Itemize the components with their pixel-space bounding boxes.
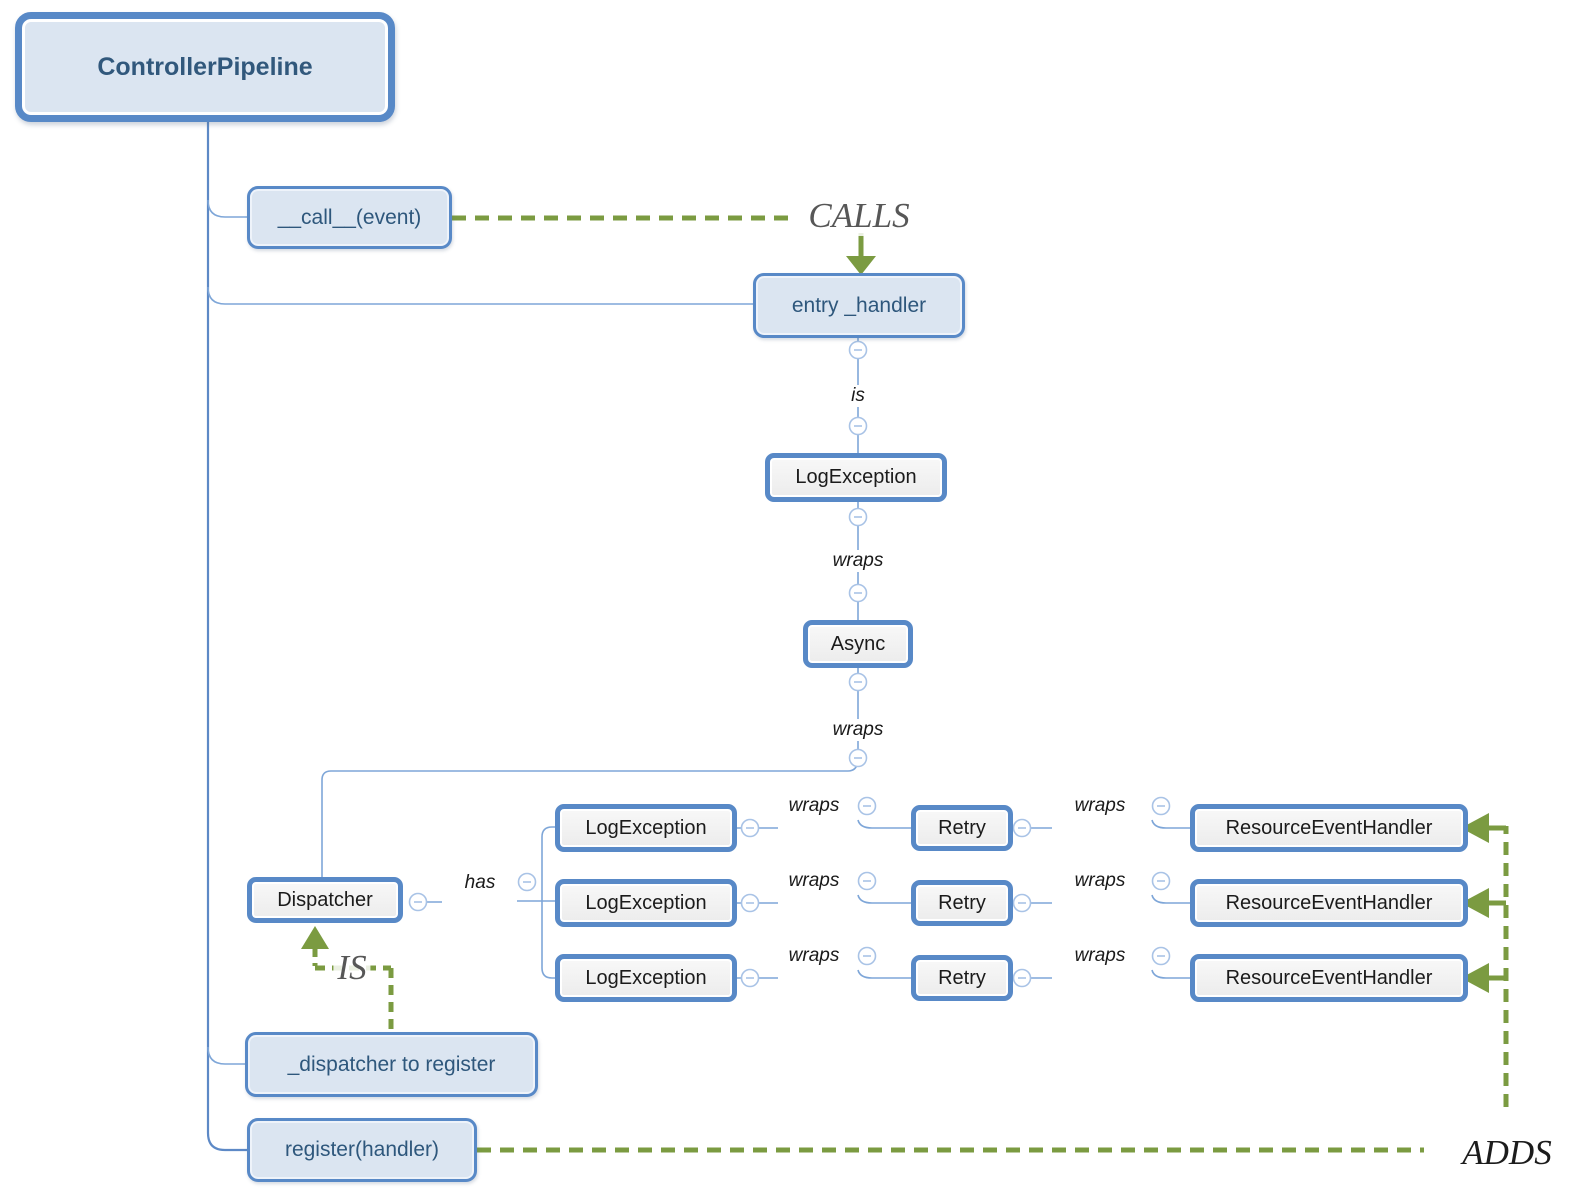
collapse-toggle[interactable] xyxy=(848,340,868,360)
edge-label-wraps-row1b: wraps xyxy=(1074,795,1126,816)
collapse-toggle[interactable] xyxy=(1012,818,1032,838)
node-log-exception-row3[interactable]: LogException xyxy=(555,954,737,1002)
collapse-toggle[interactable] xyxy=(517,872,537,892)
branch-entry-handler xyxy=(207,286,753,305)
row3-wraps-handler xyxy=(1151,969,1190,979)
node-log-exception-row1[interactable]: LogException xyxy=(555,804,737,852)
collapse-toggle[interactable] xyxy=(1151,946,1171,966)
adds-arrowhead-row3 xyxy=(1461,963,1489,993)
node-resource-event-handler-row3[interactable]: ResourceEventHandler xyxy=(1190,954,1468,1002)
calls-arrowhead xyxy=(846,256,876,275)
collapse-toggle[interactable] xyxy=(848,416,868,436)
collapse-toggle[interactable] xyxy=(848,672,868,692)
collapse-toggle[interactable] xyxy=(1012,968,1032,988)
row2-wraps-handler xyxy=(1151,894,1190,904)
edge-label-wraps-row3b: wraps xyxy=(1074,945,1126,966)
collapse-toggle[interactable] xyxy=(848,748,868,768)
node-retry-row2[interactable]: Retry xyxy=(911,880,1013,926)
branch-call-event xyxy=(207,199,247,218)
node-controller-pipeline[interactable]: ControllerPipeline xyxy=(15,12,395,122)
collapse-toggle[interactable] xyxy=(857,871,877,891)
relationship-label-calls: CALLS xyxy=(804,196,914,236)
edge-label-wraps-row2a: wraps xyxy=(788,870,840,891)
node-dispatcher-to-register[interactable]: _dispatcher to register xyxy=(245,1032,538,1097)
collapse-toggle[interactable] xyxy=(848,583,868,603)
node-async[interactable]: Async xyxy=(803,620,913,668)
collapse-toggle[interactable] xyxy=(1151,871,1171,891)
node-log-exception-main[interactable]: LogException xyxy=(765,453,947,502)
node-call-event[interactable]: __call__(event) xyxy=(247,186,452,249)
row1-wraps-handler xyxy=(1151,819,1190,829)
node-resource-event-handler-row2[interactable]: ResourceEventHandler xyxy=(1190,879,1468,927)
edge-label-wraps-row3a: wraps xyxy=(788,945,840,966)
relationship-label-adds: ADDS xyxy=(1462,1133,1552,1172)
node-resource-event-handler-row1[interactable]: ResourceEventHandler xyxy=(1190,804,1468,852)
edge-label-is: is xyxy=(845,385,871,407)
node-register-handler[interactable]: register(handler) xyxy=(247,1118,477,1182)
collapse-toggle[interactable] xyxy=(857,796,877,816)
adds-arrowhead-row1 xyxy=(1461,813,1489,843)
branch-dispatcher-to-register xyxy=(207,1046,245,1065)
node-log-exception-row2[interactable]: LogException xyxy=(555,879,737,927)
edge-has-row3 xyxy=(541,901,555,979)
collapse-toggle[interactable] xyxy=(1151,796,1171,816)
node-retry-row1[interactable]: Retry xyxy=(911,805,1013,851)
relationship-label-is: IS xyxy=(333,948,371,988)
edge-label-wraps-1: wraps xyxy=(826,550,890,572)
row1-wraps-retry xyxy=(857,819,911,829)
edge-label-has: has xyxy=(458,872,502,894)
collapse-toggle[interactable] xyxy=(848,507,868,527)
adds-arrowhead-row2 xyxy=(1461,888,1489,918)
node-dispatcher[interactable]: Dispatcher xyxy=(247,877,403,923)
row3-wraps-retry xyxy=(857,969,911,979)
collapse-toggle[interactable] xyxy=(740,818,760,838)
collapse-toggle[interactable] xyxy=(1012,893,1032,913)
row2-wraps-retry xyxy=(857,894,911,904)
collapse-toggle[interactable] xyxy=(857,946,877,966)
collapse-toggle[interactable] xyxy=(740,893,760,913)
edge-has-row1 xyxy=(541,826,555,901)
is-arrowhead xyxy=(301,926,329,949)
trunk-line xyxy=(206,122,247,1152)
relationship-calls xyxy=(452,215,876,275)
node-retry-row3[interactable]: Retry xyxy=(911,955,1013,1001)
collapse-toggle[interactable] xyxy=(408,892,428,912)
node-entry-handler[interactable]: entry _handler xyxy=(753,273,965,338)
edge-label-wraps-2: wraps xyxy=(826,719,890,741)
collapse-toggles xyxy=(408,340,1171,988)
edge-label-wraps-row1a: wraps xyxy=(788,795,840,816)
relationship-adds xyxy=(477,813,1509,1153)
collapse-toggle[interactable] xyxy=(740,968,760,988)
edge-label-wraps-row2b: wraps xyxy=(1074,870,1126,891)
